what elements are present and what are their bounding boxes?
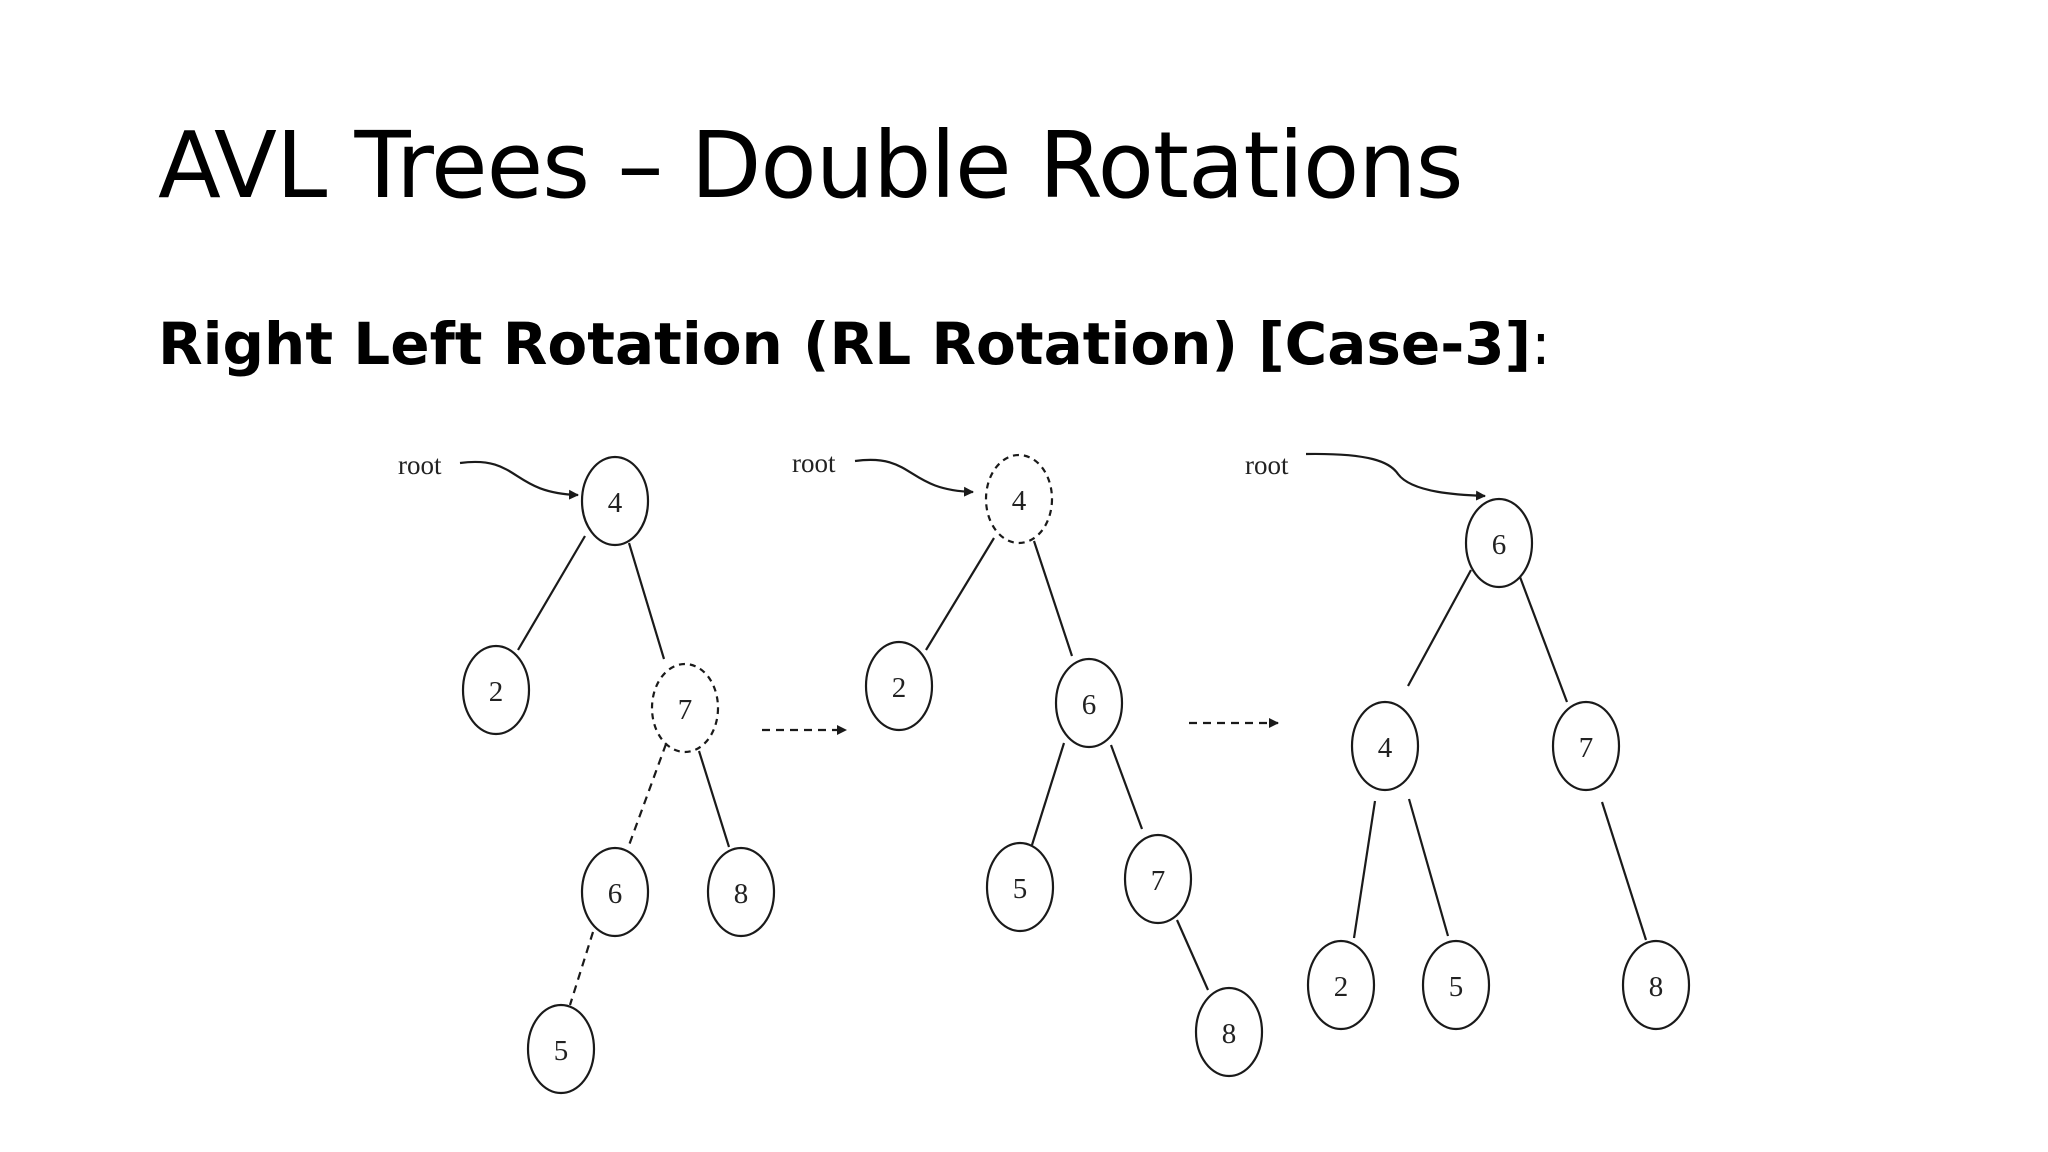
tree-node: 4 xyxy=(1350,700,1420,792)
tree-node: 8 xyxy=(706,846,776,938)
tree-node: 2 xyxy=(461,644,531,736)
svg-text:8: 8 xyxy=(734,878,749,910)
svg-text:7: 7 xyxy=(678,694,693,726)
svg-text:5: 5 xyxy=(1013,873,1028,905)
tree-node: 8 xyxy=(1194,986,1264,1078)
svg-text:4: 4 xyxy=(608,487,623,519)
edge-4-2 xyxy=(925,537,995,651)
tree-node: 7 xyxy=(1551,700,1621,792)
tree-node: 5 xyxy=(526,1003,596,1095)
tree-node: 5 xyxy=(1421,939,1491,1031)
svg-text:4: 4 xyxy=(1012,485,1027,517)
subtitle-colon: : xyxy=(1531,310,1551,378)
edge-4-7 xyxy=(627,542,666,660)
root-arrow-tree-2 xyxy=(854,458,974,497)
edge-6-7 xyxy=(1518,576,1569,703)
svg-text:4: 4 xyxy=(1378,732,1393,764)
edge-6-7 xyxy=(1109,744,1144,830)
tree-node: 4 xyxy=(580,455,650,547)
svg-text:8: 8 xyxy=(1222,1018,1237,1050)
svg-text:6: 6 xyxy=(1082,689,1097,721)
svg-text:2: 2 xyxy=(1334,971,1349,1003)
tree-node: 6 xyxy=(580,846,650,938)
edge-4-6 xyxy=(1032,540,1074,657)
svg-text:6: 6 xyxy=(1492,529,1507,561)
root-arrow-tree-3 xyxy=(1305,452,1486,501)
tree-node: 8 xyxy=(1621,939,1691,1031)
tree-node-dashed: 4 xyxy=(984,453,1054,545)
edge-7-6 xyxy=(626,743,668,849)
tree-3-after: root 6 4 7 2 5 8 xyxy=(1245,450,1691,1031)
slide-subtitle: Right Left Rotation (RL Rotation) [Case-… xyxy=(158,310,1551,378)
svg-text:2: 2 xyxy=(892,672,907,704)
edge-6-5 xyxy=(1030,742,1066,846)
tree-node: 6 xyxy=(1054,657,1124,749)
svg-text:2: 2 xyxy=(489,676,504,708)
tree-node: 7 xyxy=(1123,833,1193,925)
tree-node-dashed: 7 xyxy=(650,662,720,754)
svg-text:5: 5 xyxy=(554,1035,569,1067)
edge-4-2 xyxy=(517,535,586,651)
svg-text:8: 8 xyxy=(1649,971,1664,1003)
edge-6-5 xyxy=(568,931,595,1006)
slide-title: AVL Trees – Double Rotations xyxy=(158,112,1464,219)
tree-2-intermediate: root 4 2 6 5 7 8 xyxy=(792,448,1264,1078)
edge-6-4 xyxy=(1407,569,1472,687)
edge-7-8 xyxy=(1600,801,1648,941)
svg-text:7: 7 xyxy=(1579,732,1594,764)
edge-7-8 xyxy=(1175,919,1210,991)
tree-1-before: root 4 2 7 6 8 5 xyxy=(398,450,776,1095)
svg-text:7: 7 xyxy=(1151,865,1166,897)
tree-node: 2 xyxy=(864,640,934,732)
edge-4-5 xyxy=(1407,798,1450,937)
tree-node: 6 xyxy=(1464,497,1534,589)
svg-text:5: 5 xyxy=(1449,971,1464,1003)
svg-text:6: 6 xyxy=(608,878,623,910)
subtitle-text: Right Left Rotation (RL Rotation) [Case-… xyxy=(158,310,1532,378)
tree-node: 2 xyxy=(1306,939,1376,1031)
root-label-tree-2: root xyxy=(792,448,836,478)
root-arrow-tree-1 xyxy=(459,460,579,500)
edge-7-8 xyxy=(697,750,731,848)
edge-4-2 xyxy=(1352,800,1377,939)
root-label-tree-1: root xyxy=(398,450,442,480)
tree-node: 5 xyxy=(985,841,1055,933)
root-label-tree-3: root xyxy=(1245,450,1289,480)
